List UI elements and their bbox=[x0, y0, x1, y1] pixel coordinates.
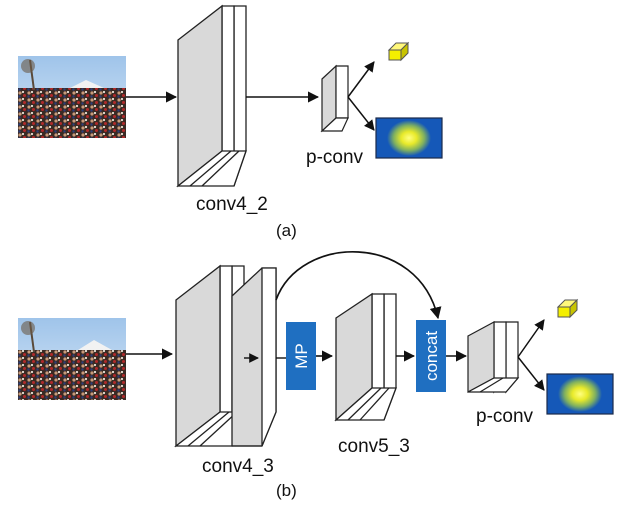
conv4-2-label: conv4_2 bbox=[196, 194, 268, 215]
input-crowd-photo bbox=[18, 56, 126, 138]
conv4-2-block bbox=[176, 4, 247, 188]
yellow-box-icon-b bbox=[556, 298, 579, 319]
conv4-3-block bbox=[174, 264, 277, 448]
maxpool-label: MP bbox=[292, 343, 311, 369]
pconv-a-block bbox=[320, 64, 349, 133]
caption-b: (b) bbox=[276, 481, 297, 500]
arrow-pconv-to-box-b bbox=[517, 319, 545, 358]
pconv-b-block bbox=[467, 320, 520, 394]
conv4-3-label: conv4_3 bbox=[202, 456, 274, 477]
pconv-b-label: p-conv bbox=[476, 406, 534, 427]
density-heatmap-icon-b bbox=[546, 373, 614, 415]
panel-b: MP concat bbox=[18, 250, 614, 500]
density-heatmap-icon bbox=[375, 117, 443, 159]
concat-block: concat bbox=[416, 320, 446, 392]
arrow-pconv-to-heatmap-a bbox=[347, 96, 375, 131]
caption-a: (a) bbox=[276, 221, 297, 240]
conv5-3-label: conv5_3 bbox=[338, 436, 410, 457]
concat-label: concat bbox=[422, 331, 441, 381]
arrow-pconv-to-box-a bbox=[347, 61, 375, 98]
arrow-pconv-to-heatmap-b bbox=[517, 356, 545, 391]
maxpool-block: MP bbox=[286, 322, 316, 390]
skip-connection-arrow bbox=[275, 250, 442, 320]
conv5-3-block bbox=[334, 292, 397, 422]
yellow-box-icon bbox=[387, 41, 410, 62]
pconv-a-label: p-conv bbox=[306, 147, 364, 168]
panel-a: p-conv conv4_2 (a) bbox=[18, 4, 443, 240]
input-crowd-photo-b bbox=[18, 318, 126, 400]
